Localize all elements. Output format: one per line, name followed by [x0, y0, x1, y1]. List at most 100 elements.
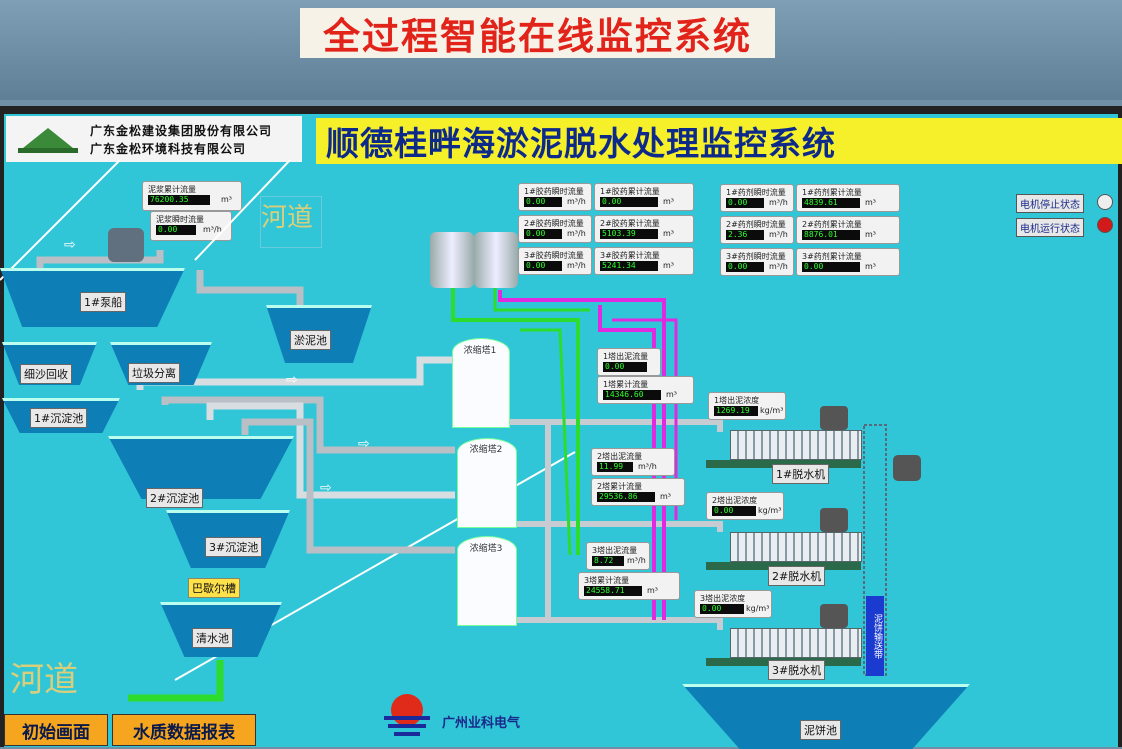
filter-press-1	[730, 430, 862, 460]
flow-arrow-1: ⇨	[64, 237, 76, 253]
flow-arrow-4: ⇨	[320, 480, 332, 496]
agent-instant-value-2: 2.36	[726, 230, 764, 240]
agent-total-unit-3: m³	[865, 262, 876, 271]
top-banner: 全过程智能在线监控系统	[300, 8, 775, 58]
company-name-2: 广东金松环境科技有限公司	[90, 142, 247, 156]
page-title: 顺德桂畔海淤泥脱水处理监控系统	[316, 118, 1122, 164]
brand-logo-icon	[384, 694, 430, 736]
river-label-bottom: 河道	[10, 660, 78, 700]
tower-2-outflow-panel: 2塔出泥流量 11.99 m³/h	[591, 448, 675, 476]
tower-1-conc-unit: kg/m³	[760, 406, 784, 415]
tower-3-conc-value: 0.00	[700, 604, 744, 614]
garbage-label: 垃圾分离	[128, 363, 180, 383]
tower-1-conc-label: 1塔出泥浓度	[714, 396, 760, 405]
dosing-total-unit-1: m³	[663, 197, 674, 206]
dosing-instant-panel-1: 1#胶药瞬时流量 0.00 m³/h	[518, 183, 592, 211]
brand-name: 广州业科电气	[442, 716, 521, 731]
dosing-total-label-3: 3#胶药累计流量	[600, 251, 660, 260]
mud-total-flow-label: 泥浆累计流量	[148, 185, 196, 194]
dosing-total-label-1: 1#胶药累计流量	[600, 187, 660, 196]
press-3-motor-icon	[820, 604, 848, 628]
tower-2-total-panel: 2塔累计流量 29536.86 m³	[591, 478, 685, 506]
tower-1-conc-value: 1269.19	[714, 406, 758, 416]
cake-pool-label: 泥饼池	[800, 720, 841, 740]
tower-1-total-value: 14346.60	[603, 390, 661, 400]
dosing-instant-label-3: 3#胶药瞬时流量	[524, 251, 584, 260]
river-label-top: 河道	[260, 196, 322, 248]
tower-3-outflow-panel: 3塔出泥流量 8.72 m³/h	[586, 542, 650, 570]
flow-arrow-2: ⇨	[286, 372, 298, 388]
dosing-instant-unit-1: m³/h	[567, 197, 586, 206]
tower-1-total-panel: 1塔累计流量 14346.60 m³	[597, 376, 694, 404]
agent-instant-value-3: 0.00	[726, 262, 764, 272]
filter-press-2	[730, 532, 862, 562]
company-logo-icon	[18, 128, 78, 153]
mud-total-flow-panel: 泥浆累计流量 76200.35 m³	[142, 181, 242, 211]
tower-1-conc-panel: 1塔出泥浓度 1269.19 kg/m³	[708, 392, 786, 420]
conveyor-motor-icon	[893, 455, 921, 481]
agent-total-value-3: 0.00	[802, 262, 860, 272]
mud-instant-flow-value: 0.00	[156, 225, 196, 235]
press-1-label: 1#脱水机	[772, 464, 830, 484]
tower-2-outflow-label: 2塔出泥流量	[597, 452, 643, 461]
tower-2-outflow-unit: m³/h	[638, 462, 657, 471]
chemical-tank-2	[474, 232, 518, 288]
motor-stopped-indicator	[1097, 194, 1113, 210]
tower-3-total-value: 24558.71	[584, 586, 642, 596]
agent-total-unit-1: m³	[865, 198, 876, 207]
dosing-total-value-3: 5241.34	[600, 261, 658, 271]
tower-2-outflow-value: 11.99	[597, 462, 633, 472]
flow-arrow-3: ⇨	[358, 436, 370, 452]
tower-3-conc-label: 3塔出泥浓度	[700, 594, 746, 603]
settle-3-label: 3#沉淀池	[205, 537, 263, 557]
settle-1-label: 1#沉淀池	[30, 408, 88, 428]
agent-instant-unit-1: m³/h	[769, 198, 788, 207]
agent-total-unit-2: m³	[865, 230, 876, 239]
thickener-tower-3	[457, 536, 517, 626]
dosing-instant-unit-2: m³/h	[567, 229, 586, 238]
motor-running-label: 电机运行状态	[1016, 218, 1084, 237]
chemical-tank-1	[430, 232, 474, 288]
motor-running-indicator	[1097, 217, 1113, 233]
tower-2-total-unit: m³	[660, 492, 671, 501]
agent-instant-value-1: 0.00	[726, 198, 764, 208]
pump-boat-label: 1#泵船	[80, 292, 127, 312]
water-quality-report-button[interactable]: 水质数据报表	[112, 714, 256, 746]
agent-instant-panel-1: 1#药剂瞬时流量 0.00 m³/h	[720, 184, 794, 212]
pump-icon	[108, 228, 144, 262]
agent-instant-panel-2: 2#药剂瞬时流量 2.36 m³/h	[720, 216, 794, 244]
clear-pool-label: 清水池	[192, 628, 233, 648]
tower-2-conc-panel: 2塔出泥浓度 0.00 kg/m³	[706, 492, 784, 520]
tower-2-total-value: 29536.86	[597, 492, 655, 502]
agent-instant-label-3: 3#药剂瞬时流量	[726, 252, 786, 261]
river-line-2	[0, 160, 121, 281]
press-2-label: 2#脱水机	[768, 566, 826, 586]
thickener-tower-2	[457, 438, 517, 528]
motor-stopped-label: 电机停止状态	[1016, 194, 1084, 213]
dosing-total-value-1: 0.00	[600, 197, 658, 207]
dosing-total-panel-3: 3#胶药累计流量 5241.34 m³	[594, 247, 694, 275]
dosing-total-panel-2: 2#胶药累计流量 5103.39 m³	[594, 215, 694, 243]
agent-total-panel-1: 1#药剂累计流量 4839.61 m³	[796, 184, 900, 212]
tower-3-total-label: 3塔累计流量	[584, 576, 630, 585]
tower-2-conc-value: 0.00	[712, 506, 756, 516]
agent-total-value-2: 8876.01	[802, 230, 860, 240]
tower-1-total-unit: m³	[666, 390, 677, 399]
tower-1-outflow-value: 0.00	[603, 362, 647, 372]
dosing-instant-value-2: 0.00	[524, 229, 562, 239]
tower-1-outflow-panel: 1塔出泥流量 0.00	[597, 348, 661, 376]
tower-3-outflow-unit: m³/h	[627, 556, 646, 565]
thickener-tower-1	[452, 338, 510, 428]
mud-instant-flow-unit: m³/h	[203, 225, 222, 234]
tower-1-total-label: 1塔累计流量	[603, 380, 649, 389]
agent-total-panel-2: 2#药剂累计流量 8876.01 m³	[796, 216, 900, 244]
company-name-1: 广东金松建设集团股份有限公司	[90, 124, 273, 138]
dosing-instant-value-1: 0.00	[524, 197, 562, 207]
dosing-instant-panel-2: 2#胶药瞬时流量 0.00 m³/h	[518, 215, 592, 243]
press-2-motor-icon	[820, 508, 848, 532]
dosing-instant-label-1: 1#胶药瞬时流量	[524, 187, 584, 196]
home-screen-button[interactable]: 初始画面	[4, 714, 108, 746]
dosing-instant-panel-3: 3#胶药瞬时流量 0.00 m³/h	[518, 247, 592, 275]
cake-conveyor: 泥饼输送带	[866, 596, 884, 676]
tower-3-outflow-value: 8.72	[592, 556, 624, 566]
